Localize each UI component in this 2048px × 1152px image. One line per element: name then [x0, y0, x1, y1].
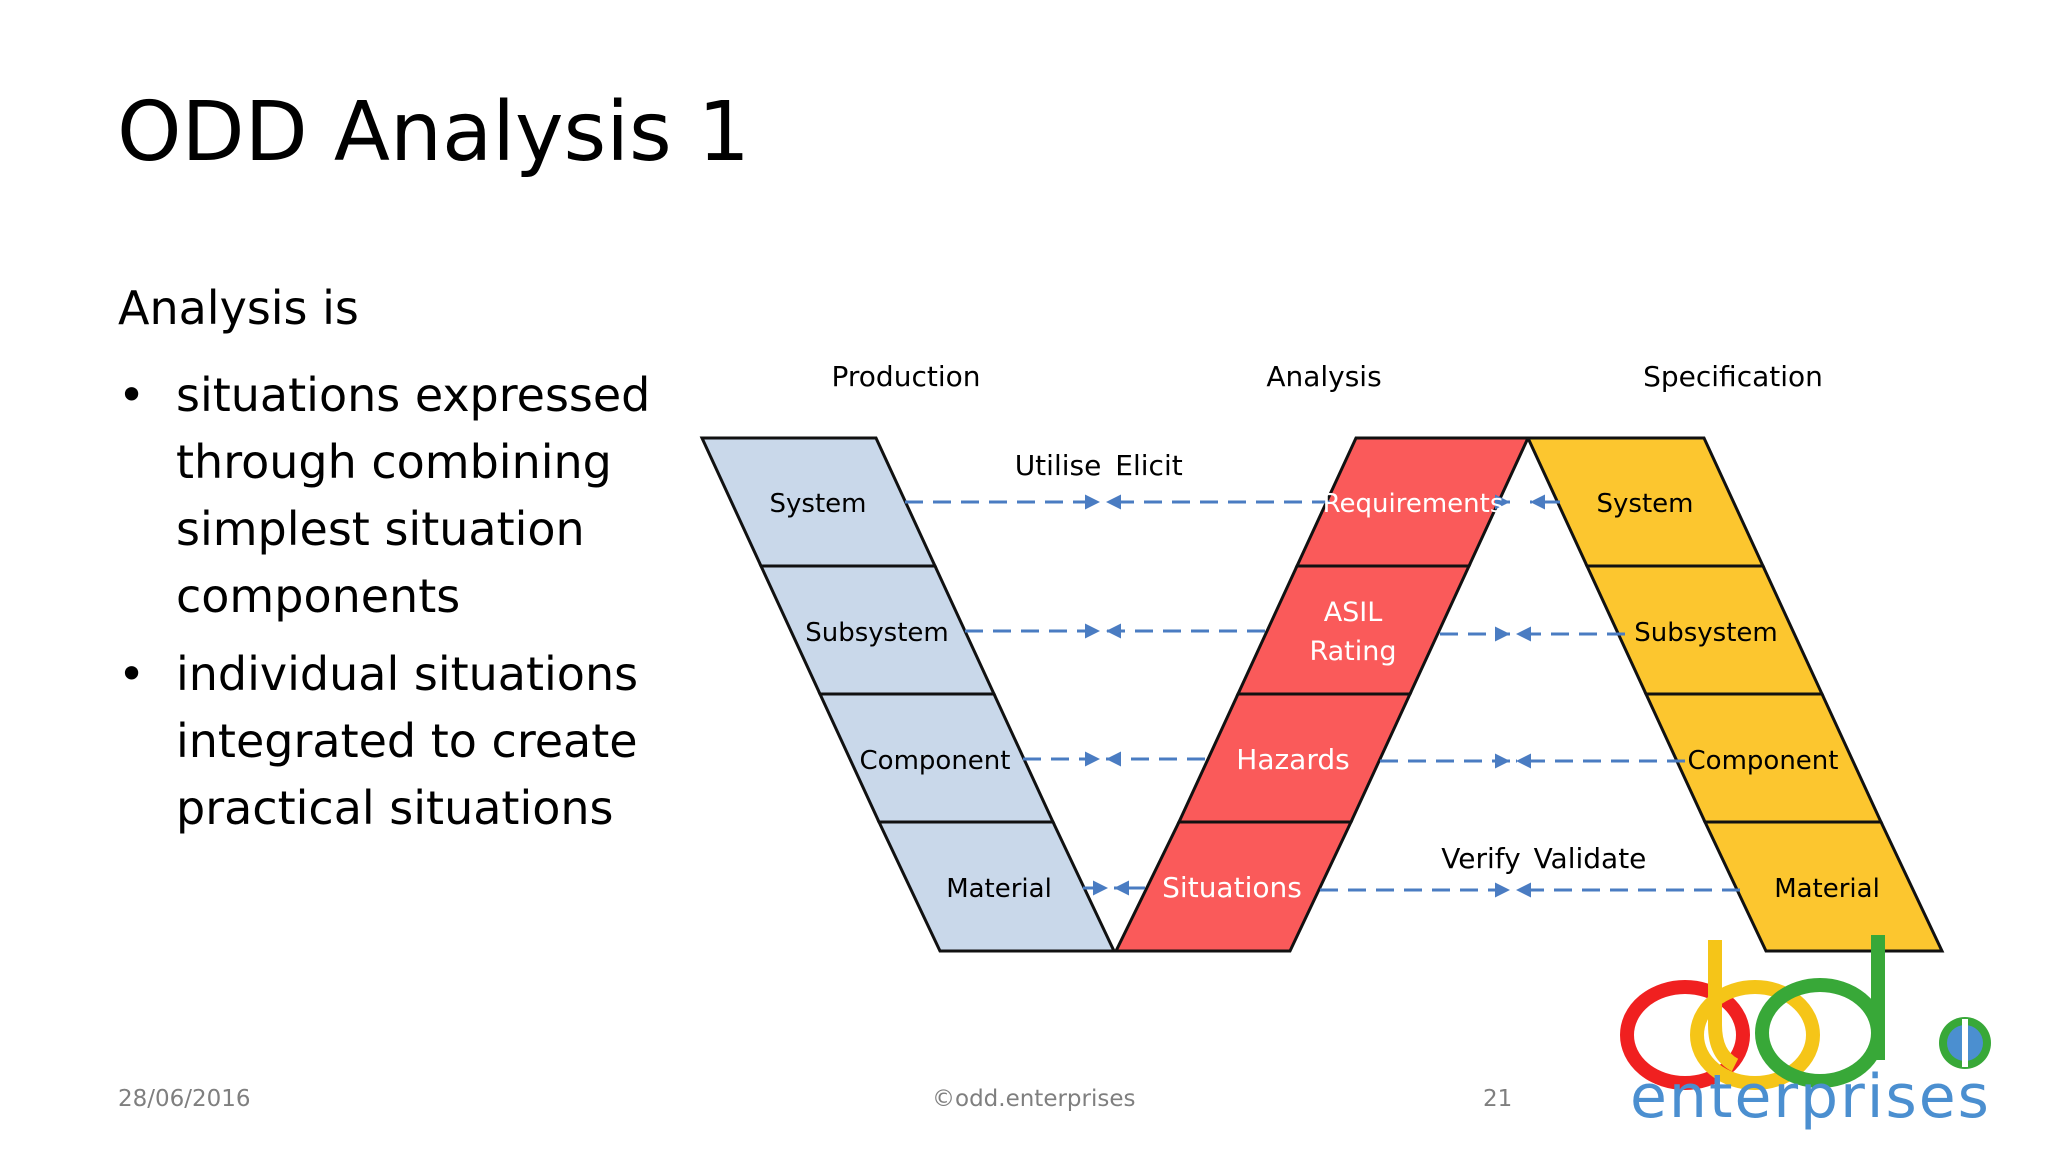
specification-label-material: Material [1774, 874, 1880, 904]
connector-lines [905, 494, 1740, 898]
specification-cell-material [1702, 820, 1945, 953]
bullet-line: components [176, 569, 461, 623]
footer-date: 28/06/2016 [118, 1086, 251, 1112]
label-utilise: Utilise [1015, 449, 1102, 482]
footer-copyright: ©odd.enterprises [932, 1086, 1136, 1112]
label-elicit: Elicit [1115, 449, 1182, 482]
bullet-line: through combining [176, 435, 612, 489]
bullet-line: practical situations [176, 781, 614, 835]
label-validate: Validate [1534, 842, 1647, 875]
bullet-item: • individual situations integrated to cr… [118, 641, 678, 842]
analysis-label-situations: Situations [1162, 871, 1302, 904]
specification-label-system: System [1597, 489, 1694, 519]
production-label-material: Material [946, 874, 1052, 904]
analysis-label-asil-line1: ASIL [1324, 597, 1383, 628]
analysis-cell-asil [1235, 564, 1472, 696]
slide-intro: Analysis is [118, 281, 359, 335]
analysis-label-requirements: Requirements [1323, 489, 1504, 519]
bullet-line: integrated to create [176, 714, 638, 768]
header-analysis: Analysis [1266, 360, 1381, 393]
specification-column [1525, 436, 1945, 953]
logo-dot-icon [1939, 1017, 1991, 1069]
production-label-subsystem: Subsystem [805, 618, 948, 648]
production-label-component: Component [860, 746, 1011, 776]
specification-label-subsystem: Subsystem [1634, 618, 1777, 648]
production-label-system: System [770, 489, 867, 519]
footer-page-number: 21 [1483, 1086, 1513, 1112]
label-verify: Verify [1441, 842, 1520, 875]
bullet-line: situations expressed [176, 368, 651, 422]
logo-wordmark: enterprises [1630, 1062, 1991, 1132]
bullet-dot: • [118, 647, 146, 701]
analysis-label-hazards: Hazards [1236, 743, 1349, 776]
header-specification: Specification [1643, 360, 1823, 393]
bullet-dot: • [118, 368, 146, 422]
production-column [699, 436, 1117, 953]
header-production: Production [832, 360, 981, 393]
analysis-label-asil-line2: Rating [1309, 636, 1396, 667]
analysis-cell-situations [1113, 820, 1354, 953]
odd-enterprises-logo: enterprises [1620, 935, 1991, 1132]
logo-rings-icon [1620, 935, 1885, 1090]
analysis-column [1113, 436, 1531, 953]
bullet-item: • situations expressed through combining… [118, 362, 678, 630]
bullet-line: simplest situation [176, 502, 585, 556]
specification-label-component: Component [1688, 746, 1839, 776]
slide-title: ODD Analysis 1 [117, 85, 750, 180]
bullet-line: individual situations [176, 647, 639, 701]
production-cell-material [876, 820, 1117, 953]
bullet-list: • situations expressed through combining… [118, 362, 678, 853]
